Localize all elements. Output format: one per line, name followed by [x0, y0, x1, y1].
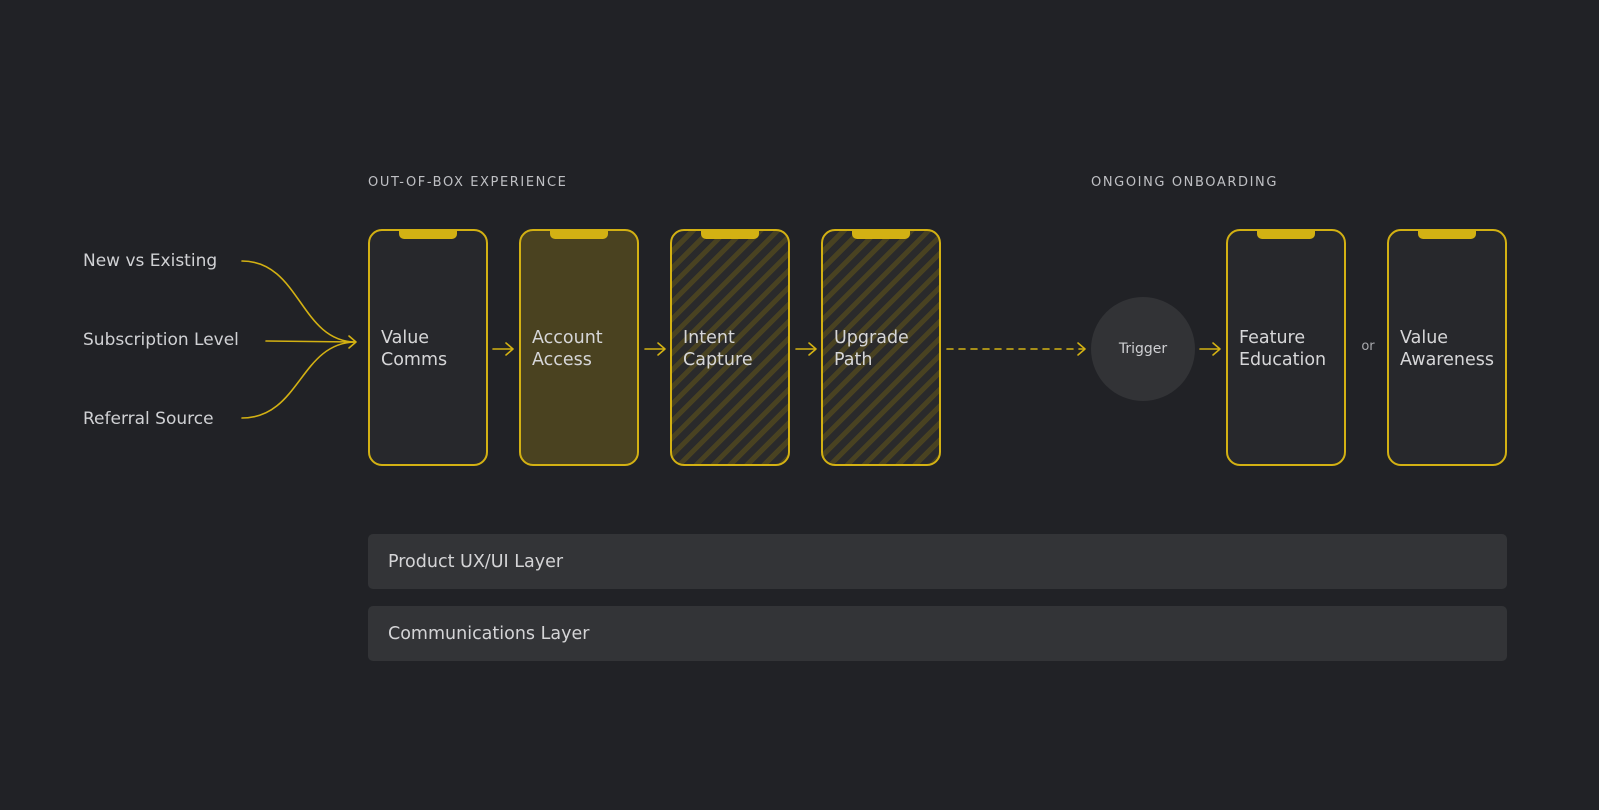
converging-curve-referral-source — [241, 341, 356, 419]
screen-feature-education: Feature Education — [1226, 229, 1346, 466]
phone-notch — [1418, 231, 1476, 239]
screen-label: Value Awareness — [1400, 328, 1494, 370]
screen-account-access: Account Access — [519, 229, 639, 466]
arrow-intent-capture-to-upgrade-path — [795, 342, 817, 356]
converge-arrowhead — [348, 335, 357, 349]
phone-notch — [399, 231, 457, 239]
converging-line-subscription-level — [265, 340, 356, 343]
screen-label: Account Access — [532, 328, 603, 370]
or-separator: or — [1361, 339, 1375, 354]
dashed-arrowhead — [1077, 342, 1086, 356]
screen-value-awareness: Value Awareness — [1387, 229, 1507, 466]
input-label-subscription-level: Subscription Level — [83, 330, 239, 350]
screen-label: Intent Capture — [683, 328, 753, 370]
arrow-trigger-to-feature-education — [1199, 342, 1221, 356]
section-label-ongoing-onboarding: ONGOING ONBOARDING — [1091, 175, 1279, 190]
input-label-referral-source: Referral Source — [83, 409, 214, 429]
arrow-value-comms-to-account-access — [492, 342, 514, 356]
screen-label: Value Comms — [381, 328, 448, 370]
phone-notch — [701, 231, 759, 239]
section-label-out-of-box: OUT-OF-BOX EXPERIENCE — [368, 175, 568, 190]
layer-bar-communications: Communications Layer — [368, 606, 1507, 661]
screen-upgrade-path: Upgrade Path — [821, 229, 941, 466]
trigger-node: Trigger — [1091, 297, 1195, 401]
input-label-new-vs-existing: New vs Existing — [83, 251, 218, 271]
screen-intent-capture: Intent Capture — [670, 229, 790, 466]
converging-curve-new-vs-existing — [241, 260, 356, 343]
screen-label: Feature Education — [1239, 328, 1327, 370]
layer-bar-product-ux-ui: Product UX/UI Layer — [368, 534, 1507, 589]
phone-notch — [550, 231, 608, 239]
phone-notch — [1257, 231, 1315, 239]
arrow-account-access-to-intent-capture — [644, 342, 666, 356]
screen-value-comms: Value Comms — [368, 229, 488, 466]
phone-notch — [852, 231, 910, 239]
screen-label: Upgrade Path — [834, 328, 909, 370]
